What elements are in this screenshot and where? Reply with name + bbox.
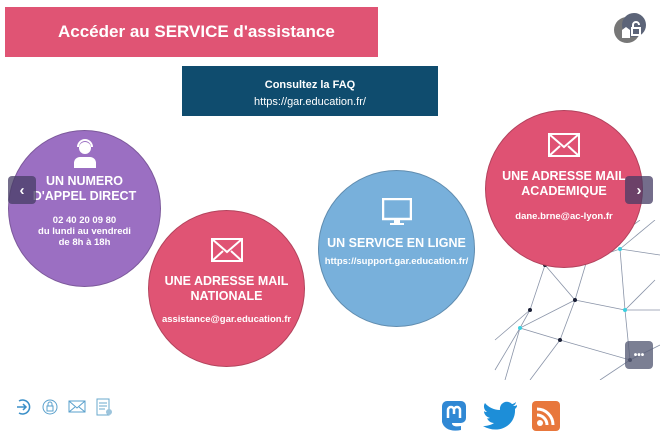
lock-bubble-icon[interactable] (41, 398, 59, 416)
twitter-icon[interactable] (482, 400, 518, 432)
accessibility-toggle-icon[interactable] (612, 10, 648, 46)
mail-bubble-icon[interactable] (68, 398, 86, 416)
faq-label: Consultez la FAQ (264, 79, 356, 91)
headset-user-icon (73, 139, 96, 168)
document-icon[interactable] (95, 398, 113, 416)
page-title: Accéder au SERVICE d'assistance (5, 7, 378, 57)
mastodon-icon[interactable] (440, 400, 468, 432)
next-button[interactable]: › (625, 176, 653, 204)
card-online-service: UN SERVICE EN LIGNE https://support.gar.… (318, 170, 475, 327)
card-title: UN SERVICE EN LIGNE (327, 236, 466, 250)
login-icon[interactable] (14, 398, 32, 416)
card-url[interactable]: https://support.gar.education.fr/ (324, 256, 469, 267)
monitor-icon (381, 198, 412, 225)
envelope-icon (210, 238, 243, 262)
faq-link[interactable]: Consultez la FAQ https://gar.education.f… (182, 66, 438, 116)
faq-url: https://gar.education.fr/ (254, 96, 366, 108)
card-email[interactable]: assistance@gar.education.fr (161, 314, 292, 325)
envelope-icon (548, 133, 580, 157)
more-button[interactable]: ••• (625, 341, 653, 369)
prev-button[interactable]: ‹ (8, 176, 36, 204)
footer-links (14, 398, 113, 416)
rss-icon[interactable] (532, 401, 560, 431)
card-email[interactable]: dane.brne@ac-lyon.fr (515, 211, 613, 222)
